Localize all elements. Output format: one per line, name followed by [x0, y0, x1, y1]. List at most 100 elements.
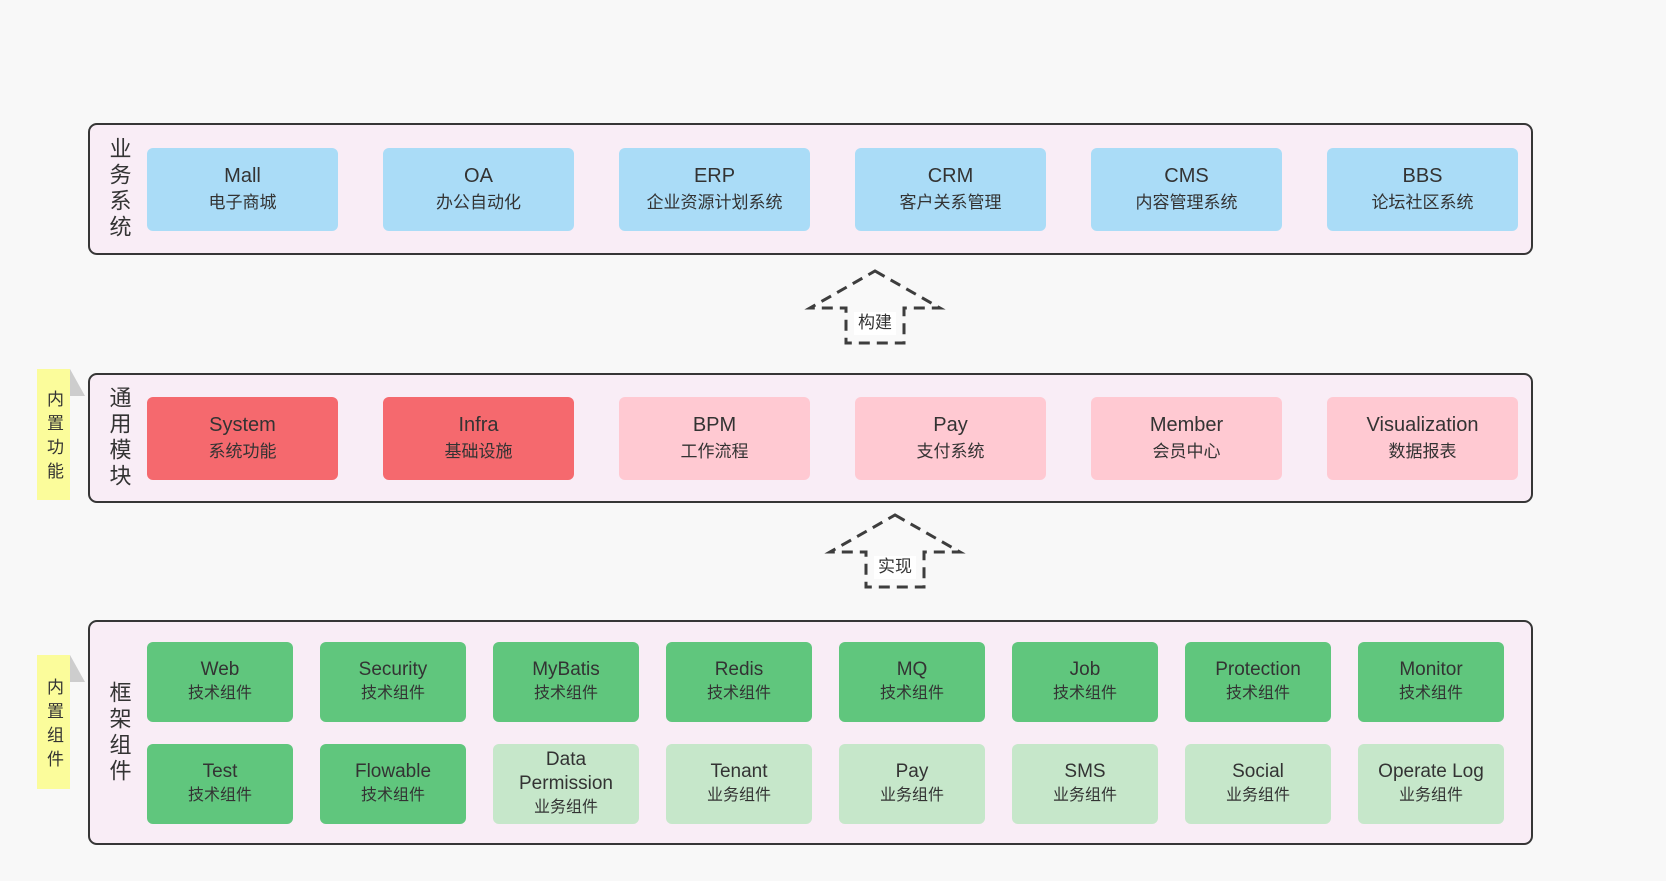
box-title: Redis: [714, 659, 764, 681]
box-title: Infra: [458, 413, 499, 436]
arrow-implement-label: 实现: [874, 556, 916, 579]
box-visualization: Visualization 数据报表: [1327, 396, 1518, 480]
box-subtitle: 企业资源计划系统: [646, 192, 783, 212]
box-oa: OA 办公自动化: [383, 147, 574, 231]
box-pay-component: Pay 业务组件: [839, 743, 985, 824]
box-title: Monitor: [1399, 659, 1463, 681]
box-title: OA: [464, 164, 493, 187]
box-social: Social 业务组件: [1185, 743, 1331, 824]
box-subtitle: 基础设施: [444, 441, 513, 461]
box-monitor: Monitor 技术组件: [1358, 641, 1504, 722]
box-infra: Infra 基础设施: [383, 396, 574, 480]
box-flowable: Flowable 技术组件: [320, 743, 466, 824]
box-mq: MQ 技术组件: [839, 641, 985, 722]
box-erp: ERP 企业资源计划系统: [619, 147, 810, 231]
box-mall: Mall 电子商城: [147, 147, 338, 231]
box-subtitle: 内容管理系统: [1135, 192, 1238, 212]
box-system: System 系统功能: [147, 396, 338, 480]
box-web: Web 技术组件: [147, 641, 293, 722]
box-title: MQ: [896, 659, 928, 681]
panel-modules-label: 通用模块: [106, 386, 132, 490]
box-title: SMS: [1064, 761, 1106, 783]
box-subtitle: 办公自动化: [436, 192, 521, 212]
box-operate-log: Operate Log 业务组件: [1358, 743, 1504, 824]
box-crm: CRM 客户关系管理: [855, 147, 1046, 231]
box-subtitle: 业务组件: [533, 798, 598, 816]
box-title: CRM: [927, 164, 974, 187]
box-protection: Protection 技术组件: [1185, 641, 1331, 722]
framework-row-2: Test 技术组件 Flowable 技术组件 Data Permission …: [147, 743, 1531, 824]
box-subtitle: 技术组件: [187, 684, 252, 702]
box-subtitle: 技术组件: [706, 684, 771, 702]
box-subtitle: 电子商城: [208, 192, 277, 212]
box-title: CMS: [1164, 164, 1209, 187]
box-title: Pay: [933, 413, 968, 436]
box-title: BBS: [1402, 164, 1443, 187]
folded-corner-icon: [70, 655, 85, 682]
box-title: Pay: [895, 761, 929, 783]
box-title: Visualization: [1366, 413, 1479, 436]
up-arrow-icon: [804, 269, 946, 345]
box-subtitle: 业务组件: [706, 786, 771, 804]
box-bbs: BBS 论坛社区系统: [1327, 147, 1518, 231]
box-subtitle: 客户关系管理: [899, 192, 1002, 212]
box-subtitle: 技术组件: [360, 684, 425, 702]
sticky-note-built-in-components: 内置组件: [37, 655, 85, 789]
box-subtitle: 业务组件: [1052, 786, 1117, 804]
box-job: Job 技术组件: [1012, 641, 1158, 722]
box-subtitle: 支付系统: [916, 441, 985, 461]
box-tenant: Tenant 业务组件: [666, 743, 812, 824]
box-subtitle: 工作流程: [680, 441, 749, 461]
box-title: System: [209, 413, 276, 436]
panel-business-label: 业务系统: [106, 137, 132, 241]
box-title: Member: [1149, 413, 1224, 436]
box-mybatis: MyBatis 技术组件: [493, 641, 639, 722]
box-subtitle: 系统功能: [208, 441, 277, 461]
box-title: Mall: [224, 164, 261, 187]
box-title: Security: [358, 659, 428, 681]
box-subtitle: 技术组件: [187, 786, 252, 804]
panel-framework-label: 框架组件: [106, 680, 132, 785]
box-bpm: BPM 工作流程: [619, 396, 810, 480]
box-subtitle: 技术组件: [360, 786, 425, 804]
box-subtitle: 数据报表: [1388, 441, 1457, 461]
box-subtitle: 会员中心: [1152, 441, 1221, 461]
arrow-build-label: 构建: [854, 312, 896, 335]
box-subtitle: 业务组件: [1398, 786, 1463, 804]
box-pay-system: Pay 支付系统: [855, 396, 1046, 480]
box-security: Security 技术组件: [320, 641, 466, 722]
box-title: Operate Log: [1378, 761, 1484, 783]
box-subtitle: 业务组件: [879, 786, 944, 804]
box-title: BPM: [692, 413, 737, 436]
box-title: ERP: [693, 164, 736, 187]
modules-box-row: System 系统功能 Infra 基础设施 BPM 工作流程 Pay 支付系统…: [147, 375, 1531, 501]
box-subtitle: 技术组件: [1052, 684, 1117, 702]
folded-corner-icon: [70, 369, 85, 396]
up-arrow-icon: [824, 513, 966, 589]
box-data-permission: Data Permission 业务组件: [493, 743, 639, 824]
box-cms: CMS 内容管理系统: [1091, 147, 1282, 231]
sticky-note-built-in-features: 内置功能: [37, 369, 85, 500]
box-title: Social: [1232, 761, 1284, 783]
panel-business-systems: 业务系统 Mall 电子商城 OA 办公自动化 ERP 企业资源计划系统 CRM…: [88, 123, 1533, 255]
framework-box-grid: Web 技术组件 Security 技术组件 MyBatis 技术组件 Redi…: [147, 622, 1531, 843]
framework-row-1: Web 技术组件 Security 技术组件 MyBatis 技术组件 Redi…: [147, 641, 1531, 722]
box-redis: Redis 技术组件: [666, 641, 812, 722]
box-title: Test: [202, 761, 238, 783]
box-subtitle: 业务组件: [1225, 786, 1290, 804]
arrow-implement: 实现: [820, 512, 970, 590]
box-subtitle: 技术组件: [879, 684, 944, 702]
box-title: MyBatis: [532, 659, 600, 681]
box-subtitle: 技术组件: [1225, 684, 1290, 702]
box-title: Protection: [1215, 659, 1301, 681]
box-subtitle: 技术组件: [1398, 684, 1463, 702]
panel-common-modules: 通用模块 System 系统功能 Infra 基础设施 BPM 工作流程 Pay…: [88, 373, 1533, 503]
box-title: Job: [1069, 659, 1101, 681]
box-sms: SMS 业务组件: [1012, 743, 1158, 824]
box-subtitle: 论坛社区系统: [1371, 192, 1474, 212]
box-test: Test 技术组件: [147, 743, 293, 824]
sticky-note-label: 内置组件: [44, 677, 63, 774]
box-title: Web: [200, 659, 240, 681]
box-title: Data Permission: [519, 749, 613, 795]
